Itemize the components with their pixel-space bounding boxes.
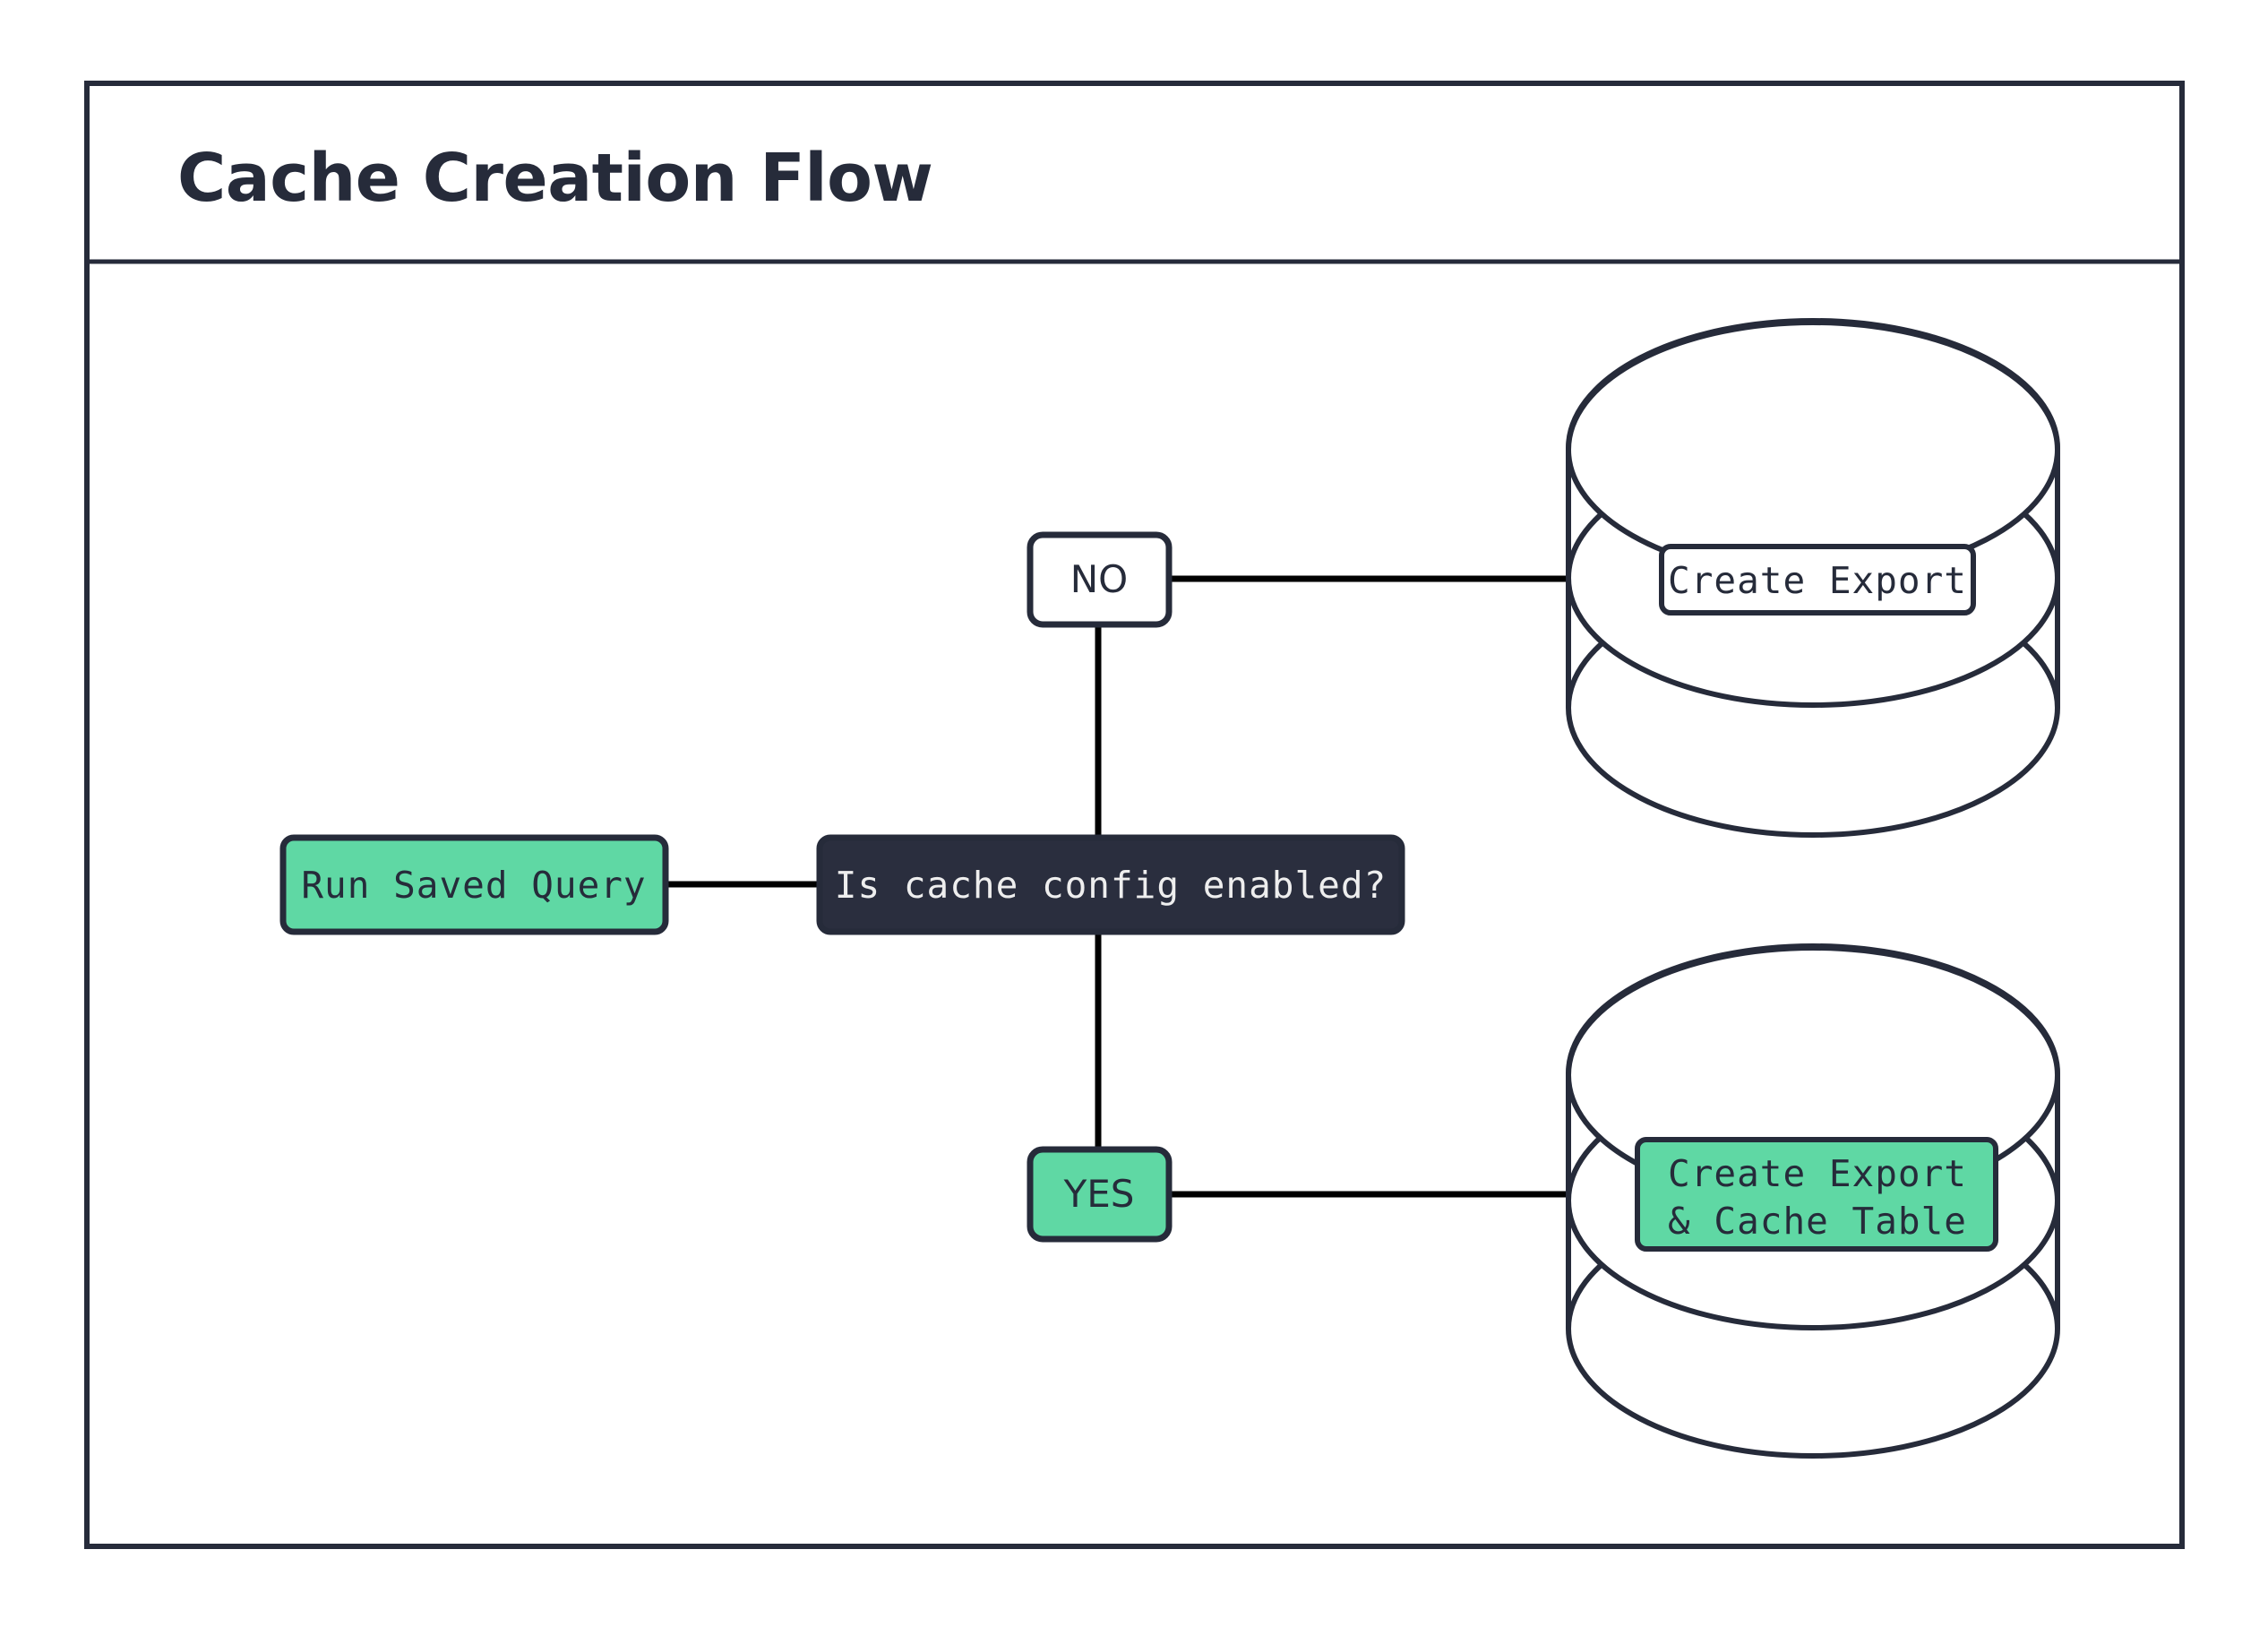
run-saved-query-box[interactable] bbox=[279, 834, 669, 935]
node-label-cache-table-line2: & Cache Table bbox=[1668, 1200, 1967, 1243]
branch-yes-box[interactable] bbox=[1027, 1146, 1173, 1243]
run-saved-query-label: Run Saved Query bbox=[301, 864, 646, 907]
node-label-create-export-line1: Create Export bbox=[1668, 1152, 1967, 1195]
decision-label: Is cache config enabled? bbox=[835, 864, 1387, 907]
branch-no-box[interactable] bbox=[1027, 531, 1173, 628]
diagram-frame bbox=[84, 81, 2185, 1549]
cylinder-label-plate bbox=[1659, 544, 1976, 616]
node-create-export[interactable]: Create Export bbox=[1566, 318, 2060, 838]
cylinder2-label-plate bbox=[1635, 1137, 1998, 1252]
node-create-export-cache-table[interactable]: Create Export & Cache Table bbox=[1566, 943, 2060, 1459]
branch-no-label: NO bbox=[1070, 557, 1128, 601]
node-is-cache-config-enabled[interactable]: Is cache config enabled? bbox=[816, 834, 1405, 935]
node-branch-yes[interactable]: YES bbox=[1027, 1146, 1173, 1243]
node-run-saved-query[interactable]: Run Saved Query bbox=[279, 834, 669, 935]
decision-box[interactable] bbox=[816, 834, 1405, 935]
branch-yes-label: YES bbox=[1063, 1172, 1135, 1216]
node-label-create-export: Create Export bbox=[1668, 559, 1967, 602]
page-title: Cache Creation Flow bbox=[177, 140, 932, 217]
cylinder-disc-1 bbox=[1566, 320, 2060, 580]
node-branch-no[interactable]: NO bbox=[1027, 531, 1173, 628]
